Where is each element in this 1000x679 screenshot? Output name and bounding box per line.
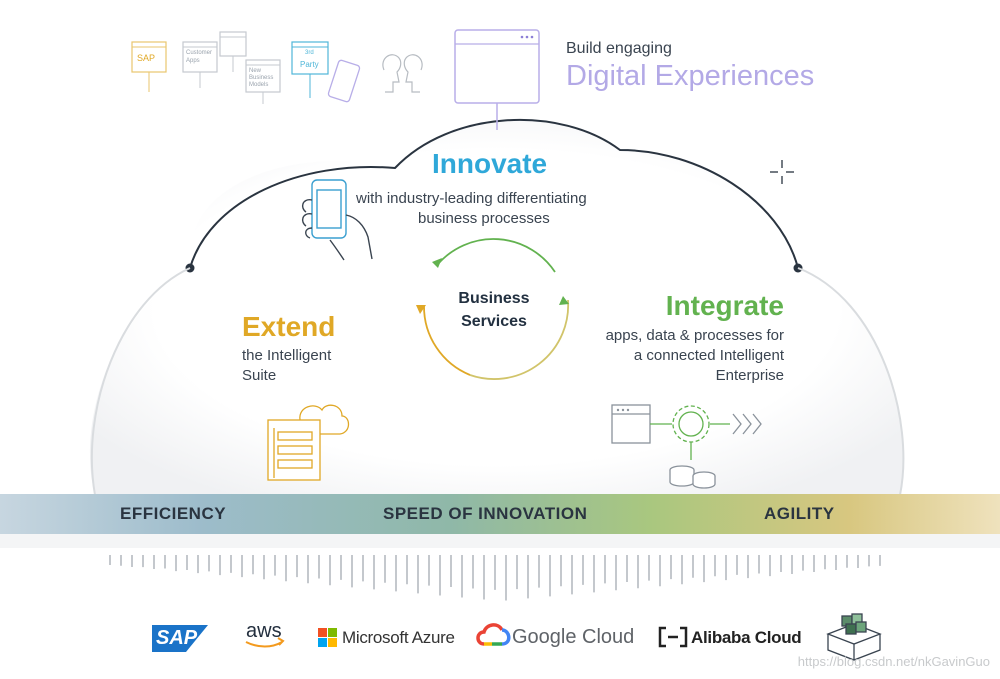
tick-marks [109,555,881,601]
package-box-icon [826,613,882,661]
business-services-label: Business Services [430,287,558,333]
microsoft-logo-icon [318,628,337,647]
browser-window-icon [454,29,540,104]
tablet-icon [327,59,361,103]
new-models-label-3: Models [249,82,269,88]
blank-sign-icon [219,31,247,72]
new-models-label-2: Business [249,75,274,81]
custom-apps-label-2: Apps [186,58,200,64]
watermark-url: https://blog.csdn.net/nkGavinGuo [797,654,990,669]
integrate-desc-line2: a connected Intelligent [633,347,784,364]
agility-label: AGILITY [764,504,835,523]
alibaba-cloud-logo-text: Alibaba Cloud [691,628,802,647]
building-cloud-icon [267,404,350,481]
aws-smile-icon [245,637,285,648]
aws-logo-text: aws [246,620,282,642]
new-models-label-1: New [249,68,262,74]
speed-of-innovation-label: SPEED OF INNOVATION [383,504,588,523]
innovate-desc-line1: with industry-leading differentiating [356,190,587,207]
sap-logo-text: SAP [156,627,198,649]
third-party-sign-icon [291,41,329,98]
alibaba-icon [658,626,688,648]
cloud-outline [189,119,799,269]
integrate-desc-line1: apps, data & processes for [605,327,784,344]
build-engaging-text: Build engaging [566,40,672,57]
google-cloud-logo-text: Google Cloud [512,626,635,648]
digital-experiences-heading: Digital Experiences [566,60,815,92]
custom-apps-label-1: Customer [186,50,213,56]
microsoft-azure-logo-text: Microsoft Azure [342,628,455,647]
google-cloud-icon [476,623,511,646]
extend-desc-line2: Suite [242,367,277,384]
crosshair-icon [770,160,794,184]
extend-desc-line1: the Intelligent [242,347,332,364]
custom-apps-sign-icon [182,41,218,88]
sap-sign-icon [131,41,167,92]
integrate-desc-line3: Enterprise [715,367,784,384]
sap-logo [152,625,208,652]
business-services-cycle [416,238,570,380]
sap-sign-label: SAP [137,53,156,63]
innovate-heading: Innovate [432,148,548,179]
third-party-label-1: 3rd [305,50,314,56]
hand-phone-icon [301,179,373,261]
new-models-sign-icon [245,59,281,104]
business-services-line1: Business [458,290,530,307]
third-party-label-2: Party [300,60,319,69]
cloud-body [89,119,904,496]
innovate-desc-line2: business processes [418,210,550,227]
benefits-band [0,494,1000,534]
integrate-heading: Integrate [665,290,784,321]
extend-heading: Extend [242,311,336,342]
integration-flow-icon [611,404,762,489]
people-talking-icon [382,54,423,93]
efficiency-label: EFFICIENCY [120,504,227,523]
business-services-line2: Services [461,313,527,330]
